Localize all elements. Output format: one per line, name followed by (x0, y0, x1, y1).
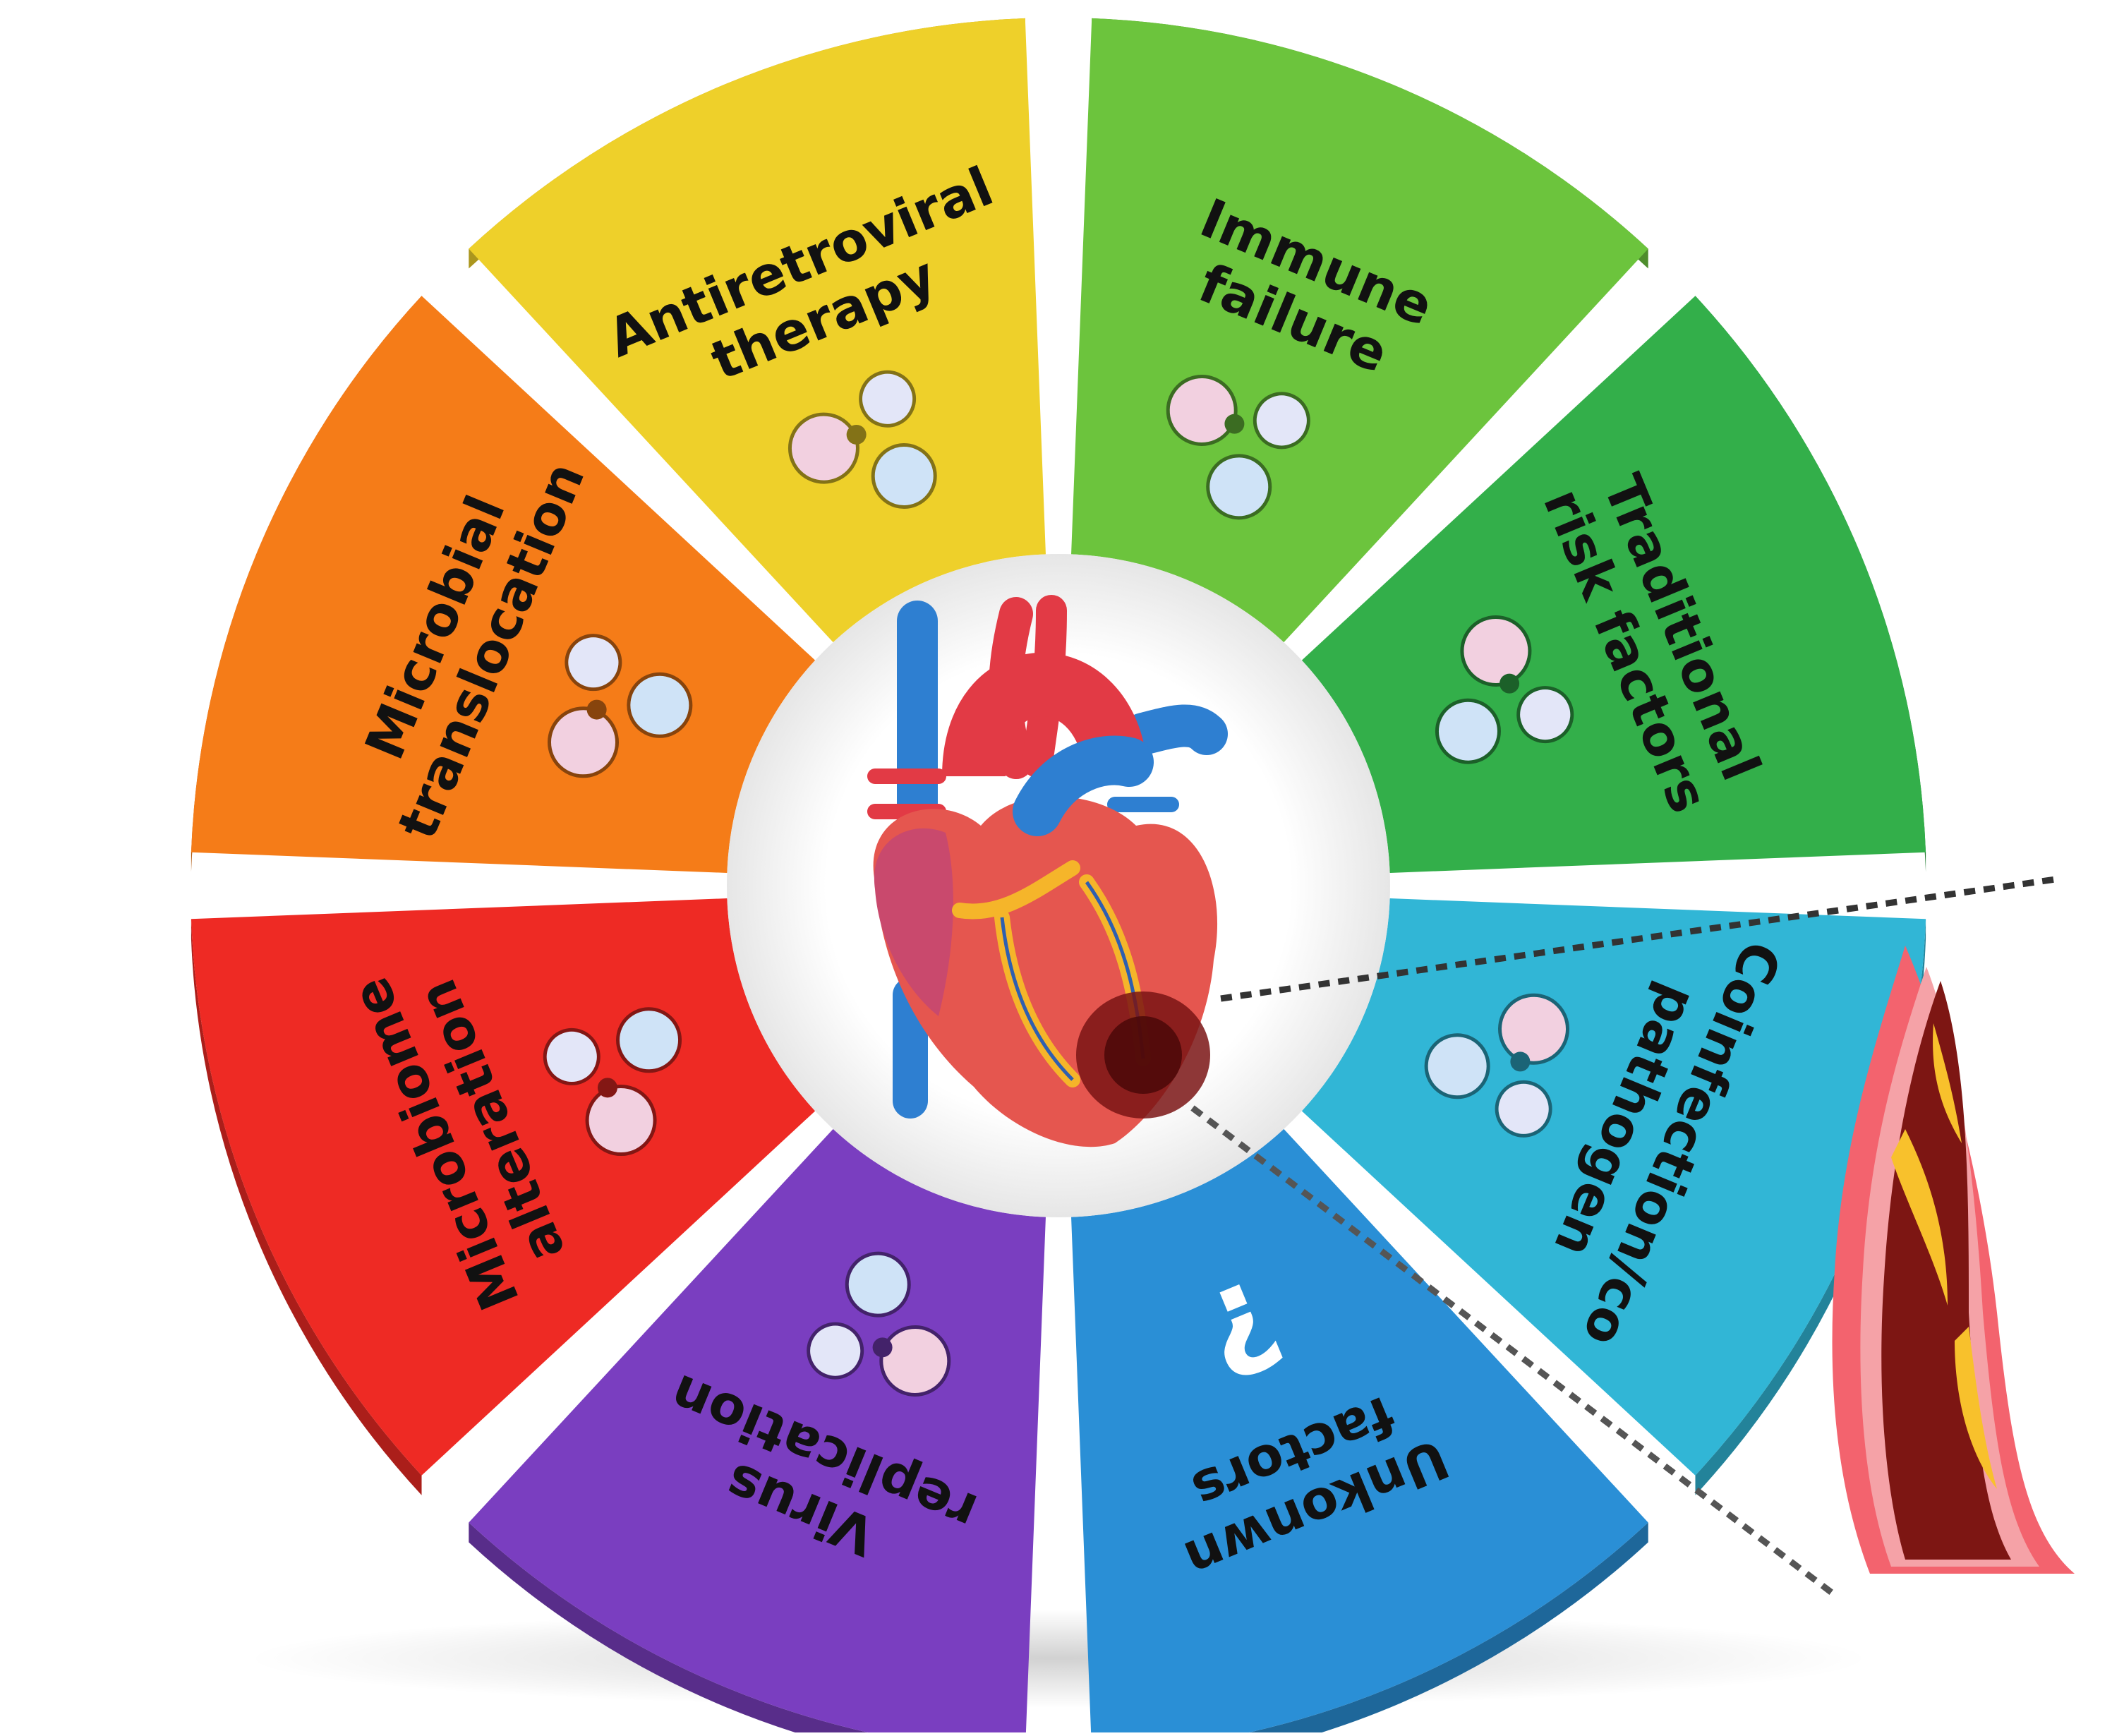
segment-antiretroviral: Antiretroviraltherapy (469, 18, 1046, 643)
segment-microbiome: Microbiomealteration (191, 898, 816, 1495)
intestine-and-bacteria-icon (543, 1007, 682, 1157)
icon-part (1495, 1080, 1552, 1138)
atherosclerotic-artery-icon (1832, 946, 2075, 1574)
segment-microbial: Microbialtranslocation (191, 296, 816, 873)
segment-immune: Immunefailure (1071, 18, 1648, 643)
icon-part (859, 370, 917, 428)
icon-part (543, 1027, 601, 1085)
icon-part (1499, 673, 1520, 694)
segment-face (1071, 1128, 1648, 1736)
icon-part (586, 699, 607, 720)
icon-part (845, 1251, 911, 1318)
icon-part (1253, 392, 1310, 450)
heart-icon (867, 595, 1228, 1147)
icon-part (1435, 698, 1501, 764)
icon-part (627, 672, 693, 738)
icon-part (871, 443, 937, 510)
icon-part (616, 1007, 682, 1073)
icon-part (872, 1337, 893, 1358)
segment-label-unknown: Unkonwnfactors (1153, 1371, 1458, 1592)
icon-part (807, 1322, 864, 1380)
bacteria-icon (547, 634, 693, 778)
icon-part (1206, 454, 1272, 520)
zoom-line-upper (1220, 875, 2061, 1002)
icon-part (1516, 686, 1574, 744)
wheel-shadow (247, 1609, 1870, 1708)
icon-part (1510, 1051, 1531, 1072)
virus-particles-icon (1424, 993, 1570, 1138)
segment-coinfection: Coinfection/copathogen (1301, 898, 1926, 1495)
icon-part (565, 634, 622, 692)
icon-part (1424, 1033, 1490, 1099)
icon-part (597, 1078, 617, 1098)
hiv-virion-icon (807, 1251, 951, 1397)
segment-traditional: Traditionalrisk factors (1301, 296, 1926, 873)
icon-part (846, 424, 867, 445)
immune-cells-icon (1166, 374, 1310, 520)
segment-virus: Virusreplication (469, 1128, 1046, 1736)
cigarette-and-blood-pressure-cuff-icon (1435, 615, 1574, 764)
icon-part (1224, 414, 1245, 434)
segment-unknown: Unkonwnfactors? (1071, 1128, 1648, 1736)
zoom-line-lower (1190, 1105, 1837, 1598)
pill-bottle-and-capsules-icon (788, 370, 937, 510)
